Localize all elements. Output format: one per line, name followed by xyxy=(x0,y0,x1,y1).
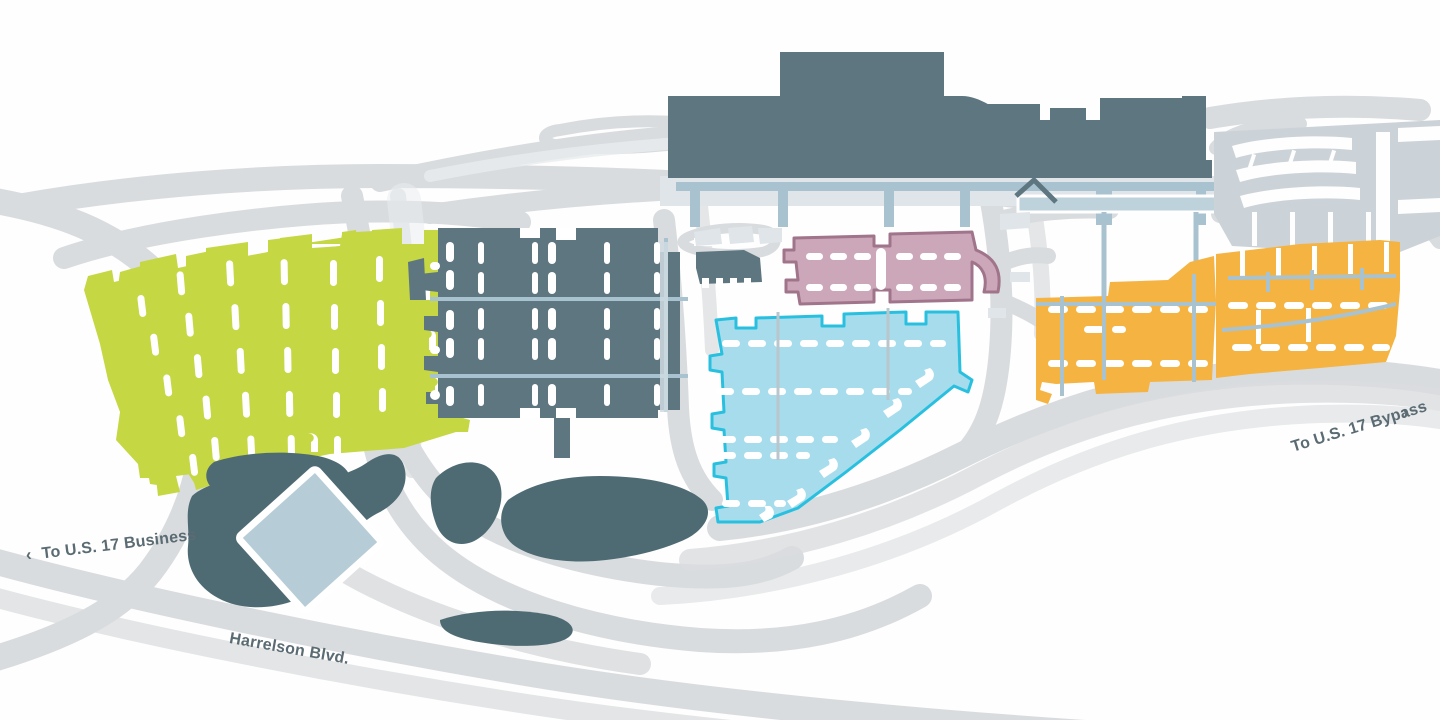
green-parking-lot[interactable] xyxy=(84,228,478,502)
cyan-lot-stalls xyxy=(716,340,946,522)
orange-parking-lot-west[interactable] xyxy=(1036,256,1216,404)
chevron-right-icon: › xyxy=(1400,402,1411,422)
landscape-areas xyxy=(187,452,709,646)
mauve-parking-lot[interactable] xyxy=(782,230,1001,306)
deck-south-stub xyxy=(554,418,570,458)
canopy-east-bar xyxy=(1018,196,1224,212)
green-lot-stalls xyxy=(137,256,442,502)
terminal-block-b xyxy=(1050,108,1086,126)
gray-lot-stalls xyxy=(1247,149,1371,246)
landscape-island-3 xyxy=(440,610,573,646)
misc-structures xyxy=(988,212,1030,318)
ops-roof-gap xyxy=(694,238,754,246)
landscape-island-1 xyxy=(430,462,502,544)
terminal-east-concourse[interactable] xyxy=(956,120,1202,172)
orange-parking-lot-east[interactable] xyxy=(1216,240,1400,378)
ops-building[interactable] xyxy=(694,226,782,288)
green-lot-tail-2 xyxy=(336,418,392,440)
terminal-building-group[interactable] xyxy=(660,52,1226,340)
green-lot-tail xyxy=(330,392,384,418)
awning-chevron-icon xyxy=(1014,176,1058,204)
cyan-parking-lot[interactable] xyxy=(708,308,974,524)
gray-lot-aisles xyxy=(1232,126,1440,244)
gray-parking-lot-northeast[interactable] xyxy=(1214,120,1440,252)
cyan-lot-shape[interactable] xyxy=(708,310,974,524)
deck-east-edge xyxy=(660,242,668,412)
central-parking-deck[interactable] xyxy=(408,228,688,458)
orange-lot-east-aisles xyxy=(1221,268,1397,332)
terminal-block-a xyxy=(980,104,1040,126)
cyan-lot-aisle-lines xyxy=(776,308,890,460)
mauve-lot-shape[interactable] xyxy=(782,230,1001,306)
retention-pond xyxy=(236,466,384,614)
orange-lot-west-aisles xyxy=(1036,274,1216,396)
ops-bays xyxy=(702,278,751,288)
road-harrelson xyxy=(0,549,1086,720)
deck-shape[interactable] xyxy=(420,228,658,418)
deck-west-jog xyxy=(408,258,426,300)
ops-apron xyxy=(694,226,782,246)
chevron-left-icon: ‹ xyxy=(25,545,33,565)
terminal-block-d xyxy=(1182,96,1206,176)
deck-stalls xyxy=(430,228,660,418)
landscape-island-2 xyxy=(501,476,709,562)
road-southeast-sweep xyxy=(707,358,1440,541)
terminal-canopy xyxy=(676,182,1222,191)
ops-building-shape[interactable] xyxy=(696,250,762,284)
mauve-lot-stalls xyxy=(806,248,961,291)
